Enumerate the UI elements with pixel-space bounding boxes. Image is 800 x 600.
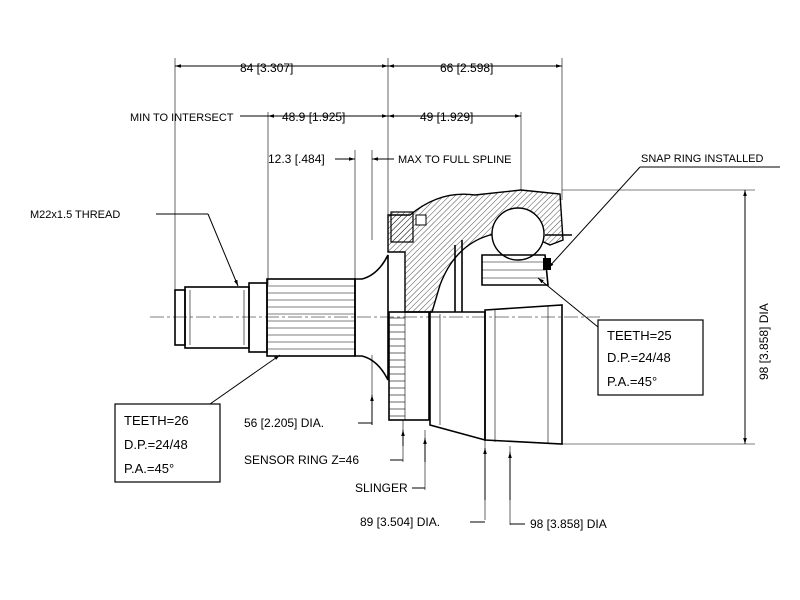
left-box-pa: P.A.=45°: [124, 461, 174, 476]
thread-label: M22x1.5 THREAD: [30, 209, 120, 221]
outer-bell-section: [387, 189, 572, 313]
housing-dia-98-label: 98 [3.858] DIA: [530, 517, 607, 531]
right-dia-label: 98 [3.858] DIA: [757, 303, 771, 380]
stub-shaft: [174, 254, 389, 381]
left-spec-box: [114, 403, 221, 483]
right-spec-box: [597, 319, 704, 396]
right-box-dp: D.P.=24/48: [607, 350, 671, 365]
left-box-teeth: TEETH=26: [124, 413, 189, 428]
snap-ring-label: SNAP RING INSTALLED: [641, 153, 764, 165]
slinger-label: SLINGER: [355, 481, 408, 495]
dimension-lines: [174, 58, 755, 525]
max-full-spline-label: MAX TO FULL SPLINE: [398, 154, 512, 166]
dim-spline: 12.3 [.484]: [268, 152, 325, 166]
right-box-pa: P.A.=45°: [607, 374, 657, 389]
left-box-dp: D.P.=24/48: [124, 437, 188, 452]
dim-top-left: 84 [3.307]: [240, 61, 293, 75]
dim-mid-left: 48.9 [1.925]: [282, 110, 345, 124]
shaft-dia-label: 56 [2.205] DIA.: [244, 416, 324, 430]
dim-mid-right: 49 [1.929]: [420, 110, 473, 124]
dim-top-right: 66 [2.598]: [440, 61, 493, 75]
leader-lines: [156, 166, 780, 405]
min-intersect-label: MIN TO INTERSECT: [130, 112, 234, 124]
right-box-teeth: TEETH=25: [607, 328, 672, 343]
housing-dia-89-label: 89 [3.504] DIA.: [360, 515, 440, 529]
sensor-ring-label: SENSOR RING Z=46: [244, 453, 359, 467]
outer-housing: [429, 240, 563, 445]
sensor-ring: [388, 311, 430, 421]
